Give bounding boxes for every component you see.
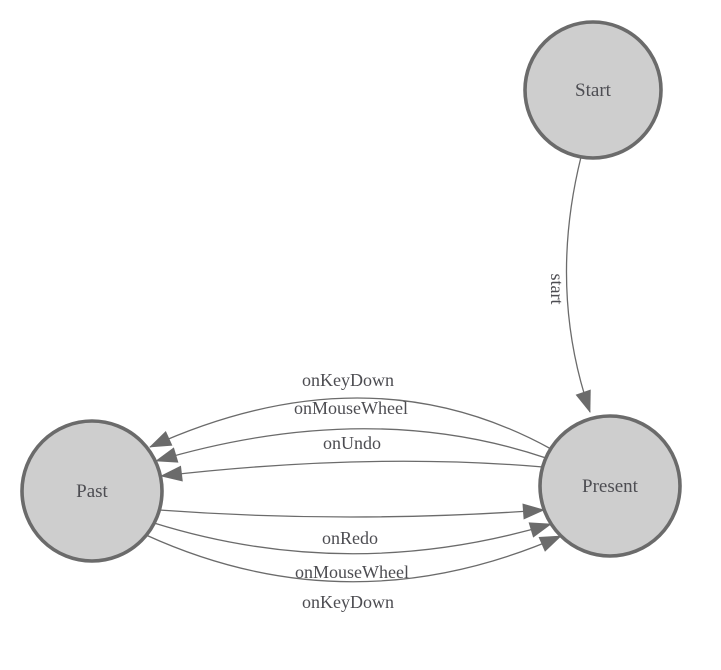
edge-present-to-past-onkeydown (149, 397, 552, 450)
edge-present-to-past-onmousewheel (155, 428, 547, 463)
node-present (538, 414, 682, 558)
edge-start-to-present (565, 156, 591, 413)
edge-past-to-present-onmousewheel (153, 522, 552, 555)
edge-past-to-present-onredo (158, 503, 545, 520)
labels-layer: start onKeyDown onMouseWheel onUndo onRedo on… (76, 80, 639, 612)
node-label-start: Start (575, 80, 612, 101)
edge-label-present-to-past-onundo: onUndo (323, 433, 381, 453)
edges-layer (145, 156, 591, 583)
nodes-layer (20, 20, 682, 563)
edge-label-past-to-present-onredo: onRedo (322, 528, 378, 548)
edge-label-present-to-past-onkeydown: onKeyDown (302, 370, 394, 390)
node-past (20, 419, 164, 563)
edge-label-past-to-present-onkeydown: onKeyDown (302, 592, 394, 612)
edge-label-past-to-present-onmousewheel: onMouseWheel (295, 562, 409, 582)
edge-label-present-to-past-onmousewheel: onMouseWheel (294, 398, 408, 418)
edge-past-to-present-onkeydown (145, 534, 562, 583)
edge-present-to-past-onundo (160, 460, 544, 482)
node-label-past: Past (76, 481, 108, 502)
node-start (523, 20, 663, 160)
node-label-present: Present (582, 476, 639, 497)
edge-label-start-to-present: start (547, 274, 567, 305)
